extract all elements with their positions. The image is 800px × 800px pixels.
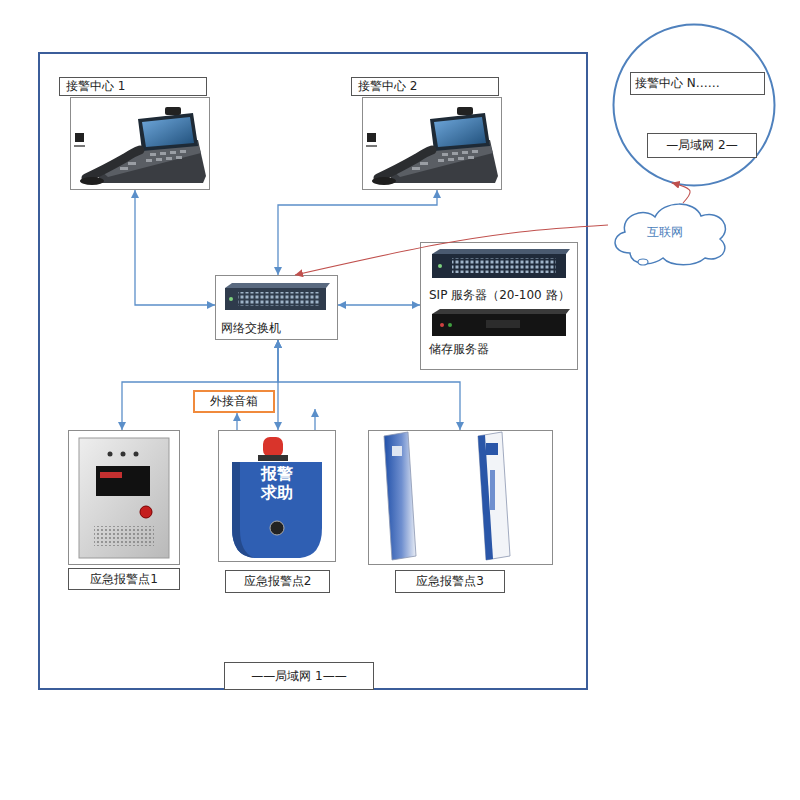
node-caption: 应急报警点1 [68, 568, 180, 590]
server-led [438, 264, 442, 268]
phone-screen-frame [138, 113, 198, 151]
alarm-pole [384, 432, 416, 560]
server-body [432, 254, 566, 278]
speaker-label: 外接音箱 [195, 392, 273, 411]
node-caption: 应急报警点3 [395, 570, 505, 593]
network-label: —局域网 2— [647, 133, 757, 158]
phone-logo-bar [74, 145, 85, 147]
switch-ports [238, 292, 320, 306]
network-link [338, 304, 420, 305]
network-link [135, 190, 215, 305]
wire-arrow [314, 409, 315, 430]
storage-top [432, 309, 570, 314]
beacon-light [263, 437, 283, 457]
storage-server-illustration [432, 309, 570, 336]
storage-panel [486, 320, 520, 328]
alarm-box-body [232, 462, 322, 558]
device-label: 网络交换机 [221, 320, 281, 337]
circle-outline [612, 23, 776, 187]
device-label: SIP 服务器（20-100 路） [429, 287, 570, 304]
network-link [277, 340, 278, 430]
network-link [236, 413, 237, 430]
node-heading: 接警中心 2 [351, 77, 499, 96]
panel-speaker [94, 526, 154, 546]
network-link [278, 340, 460, 430]
switch-led [229, 297, 233, 301]
node-label: 接警中心 N…… [631, 73, 764, 94]
alarm-point-box: 应急报警点3 [368, 430, 553, 565]
server-box: SIP 服务器（20-100 路） 储存服务器 [420, 242, 578, 370]
switch-top [225, 283, 330, 288]
lan-boundary: ——局域网 1—— 接警中心 1 接警中心 2 网络交换机 SIP 服务器（20-100… [38, 52, 588, 690]
storage-led [440, 323, 444, 327]
alarm-center-box: 接警中心 2 [362, 97, 502, 190]
alarm-panel-illustration [79, 438, 169, 558]
panel-hole [121, 452, 126, 457]
pole-strip [490, 470, 495, 510]
device-label: 储存服务器 [429, 341, 489, 358]
alarm-box-camera [270, 521, 284, 535]
alarm-center-box: 接警中心 N…… [630, 72, 765, 95]
storage-led [448, 323, 452, 327]
alarm-point-box: 应急报警点1 [68, 430, 180, 565]
panel-hole [134, 452, 139, 457]
server-ports [452, 258, 556, 273]
beacon-base [258, 455, 288, 461]
alarm-center-box: 接警中心 1 [70, 97, 210, 190]
network-link [122, 340, 278, 430]
internet-link [672, 183, 690, 203]
server-top [432, 249, 570, 254]
node-caption: 应急报警点2 [225, 570, 330, 593]
phone-screen [142, 117, 194, 147]
storage-body [432, 314, 566, 336]
internet-label: 互联网 [610, 224, 720, 240]
pole-panel [392, 446, 402, 456]
lan-circle: —局域网 2— 接警中心 N…… [612, 23, 776, 187]
alarm-box-side [232, 462, 254, 558]
network-link [278, 190, 437, 275]
alarm-point-box: 应急报警点2 [218, 430, 336, 562]
cloud-bubble [638, 259, 648, 265]
ip-phone [366, 107, 498, 185]
panel-hole [108, 452, 113, 457]
network-label: ——局域网 1—— [224, 662, 374, 690]
internet-cloud: 互联网 [605, 195, 735, 270]
sip-server-illustration [432, 249, 570, 278]
phone-handset [86, 150, 140, 178]
switch-illustration [225, 283, 330, 310]
speaker-box: 外接音箱 [193, 390, 275, 413]
phone-camera [165, 107, 181, 115]
alarm-box-illustration [232, 437, 322, 558]
panel-display [96, 466, 150, 496]
panel-body [79, 438, 169, 558]
node-heading: 接警中心 1 [59, 77, 207, 96]
circle-outline [614, 25, 775, 186]
panel-display-mark [100, 472, 122, 478]
alarm-pole [478, 432, 510, 560]
panel-button [140, 506, 152, 518]
alarm-pole-illustration [384, 432, 510, 560]
phone-handset-end [80, 177, 104, 185]
pole-panel [486, 443, 498, 455]
phone-logo [75, 133, 84, 142]
ip-phone [74, 107, 206, 185]
switch-body [225, 288, 326, 310]
switch-box: 网络交换机 [215, 275, 338, 340]
internet-link [295, 225, 608, 275]
